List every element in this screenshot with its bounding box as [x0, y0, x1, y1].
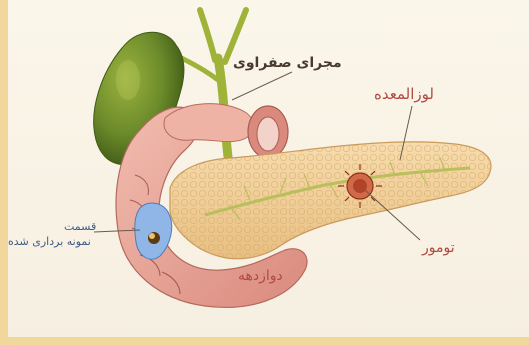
biopsy-label-line1: قسمت: [64, 220, 96, 233]
bile-duct-label: مجرای صفراوی: [233, 55, 342, 71]
biopsy-label-line2: نمونه برداری شده: [8, 235, 91, 248]
duodenum-label: دوازدهه: [238, 268, 283, 284]
pancreas-label: لوزالمعده: [374, 85, 434, 103]
tumor-label: تومور: [422, 240, 455, 256]
